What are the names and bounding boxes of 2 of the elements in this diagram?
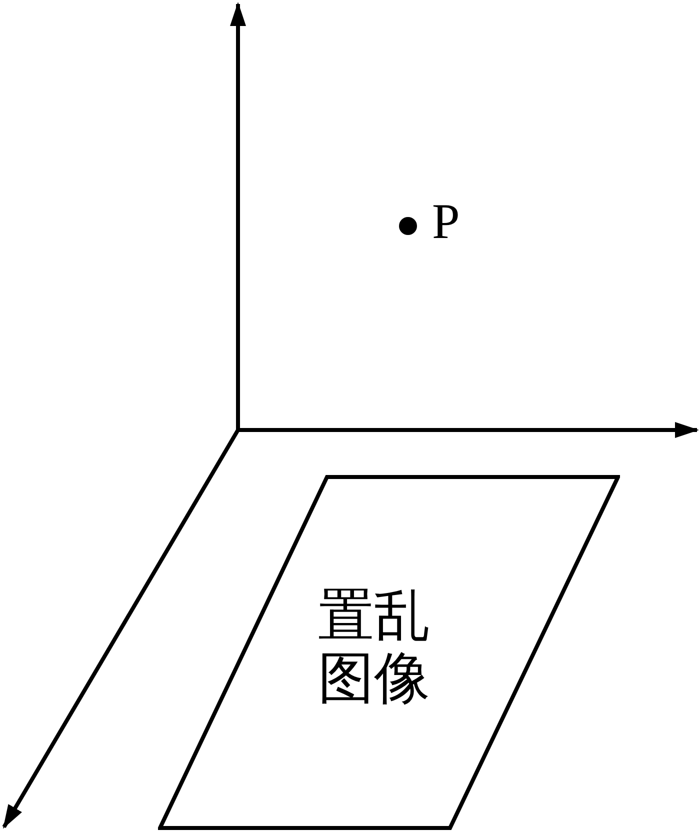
image-label: 置乱图像	[318, 585, 431, 710]
point-label: P	[432, 196, 460, 246]
